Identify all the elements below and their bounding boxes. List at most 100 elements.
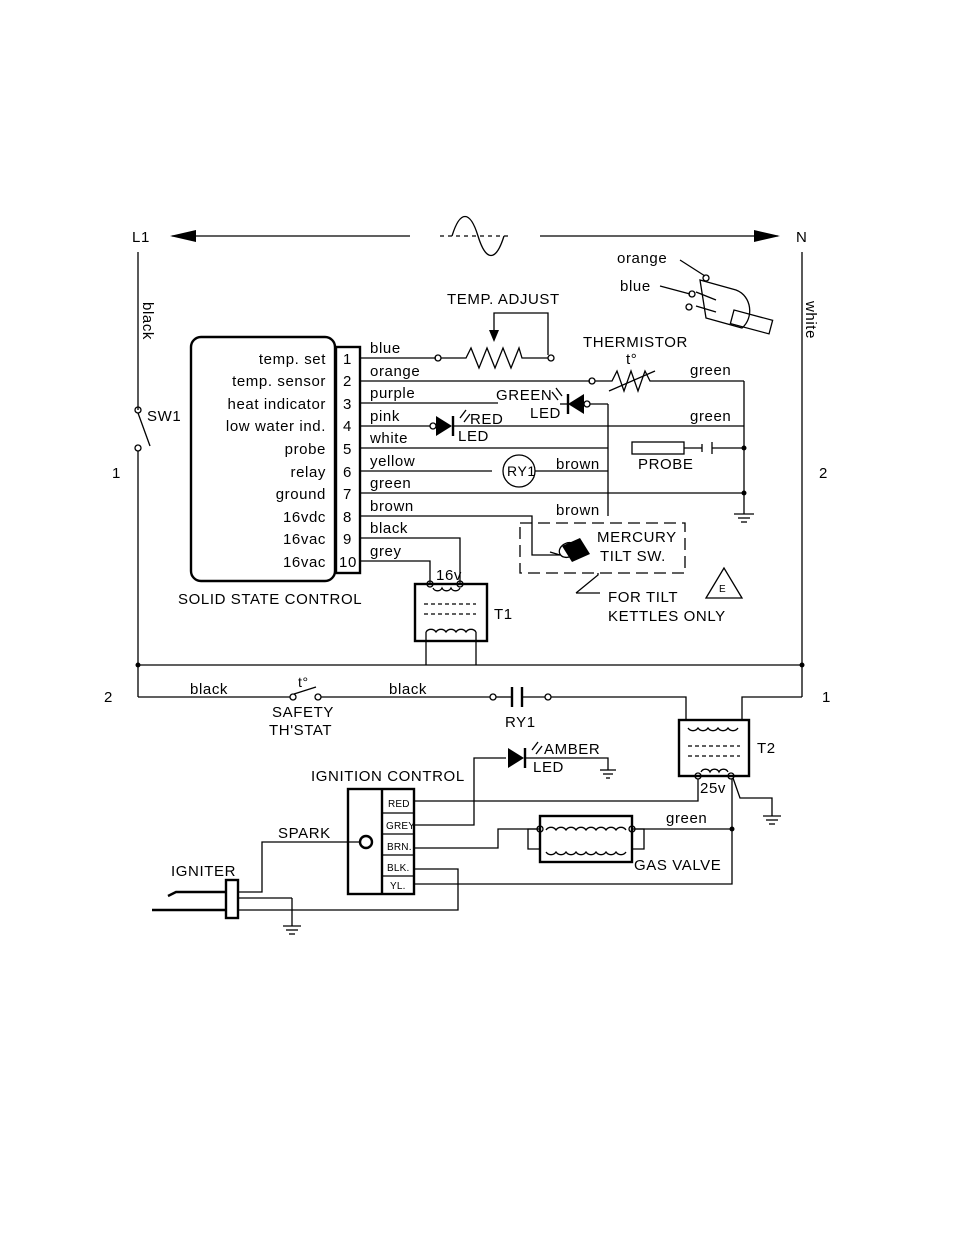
l1-wire-label: black (139, 302, 156, 340)
t2-transformer (677, 718, 751, 780)
n-wire-label: white (802, 300, 819, 339)
sw1-switch[interactable] (134, 406, 151, 452)
pin-9: 16vac 9 black (283, 520, 461, 584)
terminal-red: RED (388, 799, 410, 810)
terminal-yl: YL. (390, 881, 406, 892)
mercury-tilt-switch-icon (549, 538, 590, 562)
pin-7: ground 7 green (276, 475, 744, 503)
spark-label: SPARK (278, 825, 331, 842)
pin-3-num: 3 (343, 396, 352, 413)
gas-valve-label: GAS VALVE (634, 857, 721, 874)
temp-adjust-label: TEMP. ADJUST (447, 291, 560, 308)
mercury-label-2: TILT SW. (600, 548, 666, 565)
temp-adjust-resistor (434, 312, 555, 370)
spark-terminal-icon (358, 834, 374, 850)
t2-ground-wire (732, 777, 773, 816)
red-led-icon (429, 409, 744, 436)
pin-2: temp. sensor 2 orange (232, 363, 590, 390)
pin-9-name: 16vac (283, 531, 326, 548)
thermistor-symbol: t° (626, 351, 637, 368)
pin-2-num: 2 (343, 373, 352, 390)
green-led-icon (551, 387, 609, 516)
safety-label-1: SAFETY (272, 704, 334, 721)
lower-number-right: 1 (822, 689, 831, 706)
pin-3-wire: purple (370, 385, 415, 402)
n-to-t2-wire (741, 696, 802, 720)
pin-1-name: temp. set (259, 351, 326, 368)
thermistor-label: THERMISTOR (583, 334, 688, 351)
pin-3-name: heat indicator (228, 396, 326, 413)
pin-5: probe 5 white (285, 430, 608, 458)
pin-10-wire: grey (370, 543, 402, 560)
green-led-label: GREEN (496, 387, 552, 404)
t1-volt: 16v (436, 567, 462, 584)
l1-number: 1 (112, 465, 121, 482)
lower-black-label-1: black (190, 681, 228, 698)
pin-8-wire: brown (370, 498, 414, 515)
terminal-blk: BLK. (387, 863, 409, 874)
t1-label: T1 (494, 606, 513, 623)
pin-4: low water ind. 4 pink (226, 408, 430, 435)
note-line-1: FOR TILT (608, 589, 678, 606)
pin-7-num: 7 (343, 486, 352, 503)
pin-8: 16vdc 8 brown (283, 498, 560, 556)
igniter-icon (152, 878, 292, 920)
green-wire-mid: green (690, 408, 731, 425)
note-line-2: KETTLES ONLY (608, 608, 726, 625)
pin-4-wire: pink (370, 408, 400, 425)
pin-1-wire: blue (370, 340, 401, 357)
pin-6-num: 6 (343, 464, 352, 481)
igniter-label: IGNITER (171, 863, 236, 880)
probe-icon (631, 441, 744, 455)
pin-5-num: 5 (343, 441, 352, 458)
brown-wire-2: brown (556, 502, 600, 519)
pin-10: 16vac 10 grey (283, 543, 431, 584)
pin-4-name: low water ind. (226, 418, 326, 435)
ignition-control-title: IGNITION CONTROL (311, 768, 465, 785)
pin-2-wire: orange (370, 363, 420, 380)
ignition-terminals: RED GREY BRN. BLK. YL. (382, 799, 415, 892)
pin-4-num: 4 (343, 418, 352, 435)
t2-ground-icon (763, 815, 781, 825)
pin-6-name: relay (290, 464, 326, 481)
brown-wire-1: brown (556, 456, 600, 473)
sw1-label: SW1 (147, 408, 181, 425)
blk-terminal-wire (238, 868, 459, 911)
red-terminal-wire (414, 779, 699, 802)
t2-volt: 25v (700, 780, 726, 797)
ry1-contact-label: RY1 (505, 714, 536, 731)
yl-terminal-wire (414, 779, 733, 885)
pin-3: heat indicator 3 purple (228, 385, 498, 413)
mercury-label-1: MERCURY (597, 529, 677, 546)
terminal-grey: GREY (386, 821, 415, 832)
igniter-ground-icon (283, 898, 301, 935)
t1-transformer (413, 580, 489, 665)
relay-coil-label: RY1 (507, 463, 536, 479)
pin-10-name: 16vac (283, 554, 326, 571)
brn-terminal-wire (414, 828, 538, 849)
pot-wire-blue-label: blue (620, 278, 651, 295)
pin-10-num: 10 (339, 554, 357, 571)
l1-label: L1 (132, 229, 150, 246)
ground-icon (734, 445, 754, 523)
pin-2-name: temp. sensor (232, 373, 326, 390)
ry1-contact (489, 687, 687, 720)
pin-1-num: 1 (343, 351, 352, 368)
safety-symbol: t° (298, 674, 309, 690)
terminal-brn: BRN. (387, 842, 412, 853)
relay-coil (502, 454, 608, 488)
pot-wire-orange-label: orange (617, 250, 667, 267)
gas-valve-wire-label: green (666, 810, 707, 827)
terminal-strip (334, 345, 362, 575)
safety-label-2: TH'STAT (269, 722, 332, 739)
pin-6: relay 6 yellow (290, 453, 492, 481)
green-wire-top: green (690, 362, 731, 379)
n-label: N (796, 229, 807, 246)
green-led-sub: LED (530, 405, 561, 422)
pin-5-name: probe (285, 441, 326, 458)
note-tag: E (719, 584, 726, 595)
red-led-label: RED (470, 411, 503, 428)
spark-wire (238, 841, 360, 893)
pin-8-num: 8 (343, 509, 352, 526)
pin-9-wire: black (370, 520, 408, 537)
